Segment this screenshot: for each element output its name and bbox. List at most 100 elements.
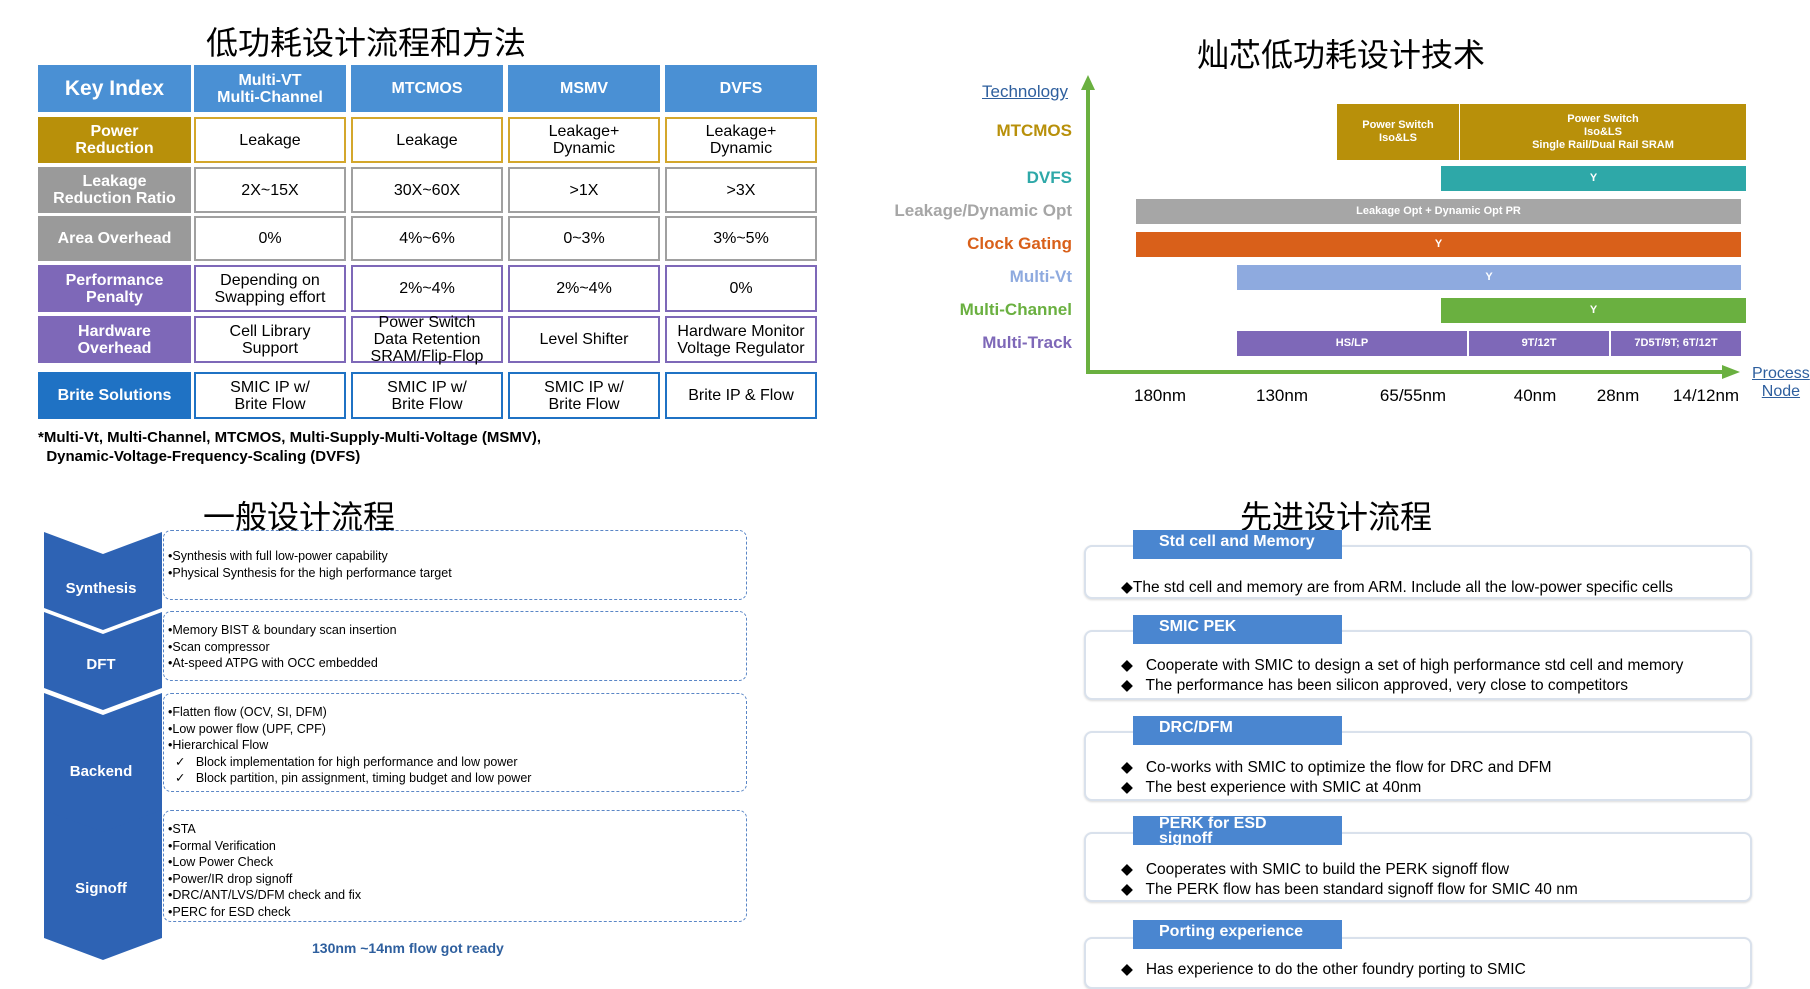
advanced-title: 先进设计流程 [1240, 498, 1433, 536]
timeline-bar: Y [1441, 298, 1746, 323]
table-row-label: Area Overhead [38, 216, 191, 261]
table-cell: 0% [665, 265, 817, 312]
table-cell: Leakage [194, 117, 346, 163]
advanced-section-line: ◆ Has experience to do the other foundry… [1121, 961, 1526, 978]
timeline-row-label: Clock Gating [967, 233, 1072, 253]
flow-step-details: •Memory BIST & boundary scan insertion•S… [163, 611, 747, 681]
table-cell: 4%~6% [351, 216, 503, 261]
table-cell: Power Switch Data Retention SRAM/Flip-Fl… [351, 314, 503, 365]
timeline-bar: Y [1136, 232, 1741, 257]
flow-step-line: •Low power flow (UPF, CPF) [168, 721, 326, 736]
process-node-label: 14/12nm [1672, 386, 1740, 405]
table-cell: 30X~60X [351, 167, 503, 213]
flow-step-line: •Hierarchical Flow [168, 738, 269, 752]
timeline-row-label: DVFS [1026, 167, 1072, 187]
advanced-section-tab: Std cell and Memory [1133, 530, 1342, 559]
flow-step-label: Synthesis [65, 580, 137, 597]
flow-step-line: •Synthesis with full low-power capabilit… [168, 549, 388, 563]
x-axis-arrow [1722, 365, 1740, 379]
table-row-label: Power Reduction [38, 117, 191, 163]
table-cell: >1X [508, 167, 660, 213]
flow-step-line: •Memory BIST & boundary scan insertion [168, 623, 397, 637]
table-cell: 2%~4% [508, 265, 660, 312]
table-cell: Leakage+ Dynamic [508, 117, 660, 163]
timeline-row-label: Multi-Channel [959, 299, 1072, 319]
table-cell: Level Shifter [508, 316, 660, 363]
table-cell: 0% [194, 216, 346, 261]
x-axis-label: Process Node [1752, 365, 1810, 400]
y-axis-label: Technology [982, 82, 1069, 101]
table-row-label: Hardware Overhead [38, 316, 191, 363]
advanced-section-line: ◆ Cooperates with SMIC to build the PERK… [1121, 861, 1510, 878]
advanced-section-tab: PERK for ESD signoff [1133, 816, 1342, 847]
flow-step-label: DFT [86, 656, 116, 673]
timeline-row-label: Multi-Vt [1009, 266, 1072, 286]
table-cell: 2X~15X [194, 167, 346, 213]
table-row-label: Performance Penalty [38, 265, 191, 312]
table-row-label: Leakage Reduction Ratio [38, 167, 191, 213]
flow-step-line: ✓ Block implementation for high performa… [168, 754, 518, 769]
table-cell: Leakage+ Dynamic [665, 117, 817, 163]
timeline-title: 灿芯低功耗设计技术 [1197, 36, 1486, 74]
table-cell: 0~3% [508, 216, 660, 261]
timeline-bar: 9T/12T [1469, 331, 1609, 356]
table-header-cell: MTCMOS [351, 65, 503, 112]
table-cell: >3X [665, 167, 817, 213]
advanced-section-line: ◆ Co-works with SMIC to optimize the flo… [1121, 759, 1552, 776]
advanced-section-tab: Porting experience [1133, 920, 1342, 949]
table-row-label: Brite Solutions [38, 372, 191, 419]
table-header-cell: DVFS [665, 65, 817, 112]
table-header-cell: MSMV [508, 65, 660, 112]
advanced-section-line: ◆ The best experience with SMIC at 40nm [1121, 779, 1422, 796]
flow-step-line: •Low Power Check [168, 855, 274, 869]
flow-step-line: •Flatten flow (OCV, SI, DFM) [168, 705, 327, 719]
flow-step-line: •PERC for ESD check [168, 904, 291, 919]
timeline-row-label: MTCMOS [996, 121, 1072, 140]
timeline-bar: Power Switch Iso&LS Single Rail/Dual Rai… [1460, 104, 1746, 160]
table-cell: SMIC IP w/ Brite Flow [194, 372, 346, 419]
process-node-label: 28nm [1596, 386, 1640, 405]
process-node-label: 65/55nm [1379, 386, 1447, 405]
flow-step-line: ✓ Block partition, pin assignment, timin… [168, 771, 532, 785]
y-axis-arrow [1081, 75, 1095, 90]
flow-step-line: •Physical Synthesis for the high perform… [168, 565, 452, 580]
flow-step-details: •Flatten flow (OCV, SI, DFM) •Low power f… [163, 693, 747, 792]
flow-step-line: •STA [168, 822, 196, 836]
timeline-row-label: Multi-Track [982, 332, 1072, 352]
flow-footer: 130nm ~14nm flow got ready [312, 940, 504, 956]
advanced-section-line: ◆ The PERK flow has been standard signof… [1121, 881, 1578, 898]
timeline-bar: HS/LP [1237, 331, 1467, 356]
flow-chevron [44, 693, 162, 842]
table-cell: Leakage [351, 117, 503, 163]
flow-step-line: •At-speed ATPG with OCC embedded [168, 656, 378, 670]
timeline-bar: Leakage Opt + Dynamic Opt PR [1136, 199, 1741, 224]
timeline-bar: Y [1237, 265, 1741, 290]
table-header-cell: Multi-VT Multi-Channel [194, 65, 346, 112]
advanced-section-tab: DRC/DFM [1133, 716, 1342, 745]
table-header-cell: Key Index [38, 65, 191, 112]
table-cell: Hardware Monitor Voltage Regulator [665, 316, 817, 363]
flow-step-label: Backend [69, 762, 133, 780]
table-footnote: *Multi-Vt, Multi-Channel, MTCMOS, Multi-… [38, 429, 541, 465]
process-node-label: 130nm [1256, 386, 1308, 405]
table-cell: 3%~5% [665, 216, 817, 261]
table-cell: SMIC IP w/ Brite Flow [351, 372, 503, 419]
table-title: 低功耗设计流程和方法 [206, 24, 527, 62]
flow-chevron [44, 532, 162, 630]
flow-step-details: •Synthesis with full low-power capabilit… [163, 530, 747, 600]
advanced-section-line: ◆ The performance has been silicon appro… [1121, 677, 1629, 694]
advanced-section-line: ◆The std cell and memory are from ARM. I… [1121, 579, 1674, 596]
timeline-row-label: Leakage/Dynamic Opt [894, 200, 1072, 220]
process-node-label: 180nm [1134, 386, 1186, 405]
table-cell: Brite IP & Flow [665, 372, 817, 419]
flow-step-line: •DRC/ANT/LVS/DFM check and fix [168, 888, 362, 902]
table-cell: 2%~4% [351, 265, 503, 312]
flow-chevron [44, 810, 162, 960]
advanced-section-line: ◆ Cooperate with SMIC to design a set of… [1121, 657, 1684, 674]
advanced-section-tab: SMIC PEK [1133, 615, 1342, 644]
flow-step-details: •STA•Formal Verification•Low Power Check… [163, 810, 747, 922]
flow-chevron [44, 612, 162, 710]
flow-title: 一般设计流程 [203, 498, 396, 536]
